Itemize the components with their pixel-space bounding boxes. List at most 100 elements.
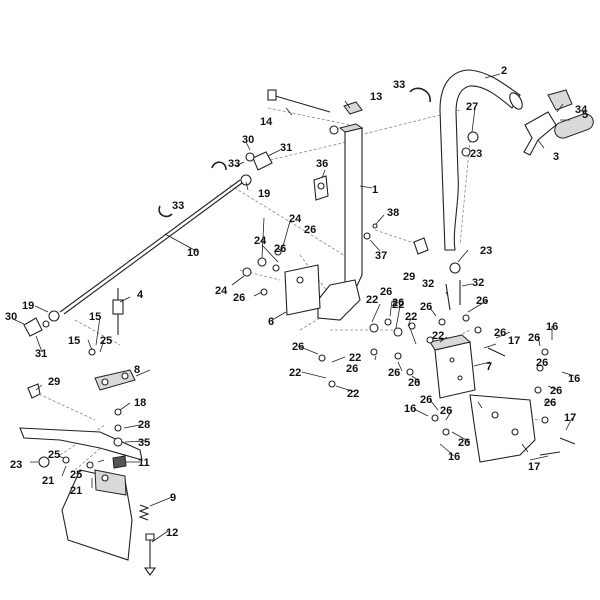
callout-29: 29: [403, 271, 415, 283]
callout-19: 19: [22, 300, 34, 312]
callout-26: 26: [494, 327, 506, 339]
throttle-lever: [523, 111, 557, 156]
callout-16: 16: [546, 321, 558, 333]
callout-25: 25: [100, 335, 112, 347]
callout-4: 4: [137, 289, 144, 301]
callout-24: 24: [289, 213, 302, 225]
link-plate: [94, 369, 136, 391]
retaining-clips: [158, 87, 431, 218]
callout-17: 17: [528, 461, 540, 473]
callout-33: 33: [172, 200, 184, 212]
callout-16: 16: [448, 451, 460, 463]
washers-and-nuts: [38, 125, 549, 482]
nut-lower: [48, 310, 60, 322]
callout-32: 32: [422, 278, 434, 290]
callout-31: 31: [280, 142, 292, 154]
callout-26: 26: [380, 286, 392, 298]
callout-26: 26: [392, 297, 404, 309]
callout-26: 26: [420, 301, 432, 313]
callout-26: 26: [528, 332, 540, 344]
callout-36: 36: [316, 158, 328, 170]
callout-2: 2: [501, 65, 507, 77]
callout-5: 5: [582, 109, 588, 121]
callout-9: 9: [170, 492, 176, 504]
callout-16: 16: [404, 403, 416, 415]
callout-8: 8: [134, 364, 140, 376]
fitting-left: [27, 383, 41, 399]
frame-bracket: [469, 394, 536, 463]
callout-27: 27: [466, 101, 478, 113]
bolts-32: [445, 280, 461, 311]
cable-spring: [112, 288, 124, 335]
callout-11: 11: [138, 457, 150, 469]
clevis-lower: [23, 317, 50, 337]
callout-33: 33: [228, 158, 240, 170]
compression-spring: [138, 504, 150, 521]
control-rod: [59, 179, 243, 315]
callout-23: 23: [470, 148, 482, 160]
switch-block: [429, 334, 476, 399]
callout-23: 23: [10, 459, 22, 471]
callout-22: 22: [432, 330, 444, 342]
callout-26: 26: [544, 397, 556, 409]
bolts-17: [487, 347, 576, 456]
callout-26: 26: [440, 405, 452, 417]
fitting-right: [413, 237, 429, 255]
callout-15: 15: [68, 335, 80, 347]
clevis-upper: [245, 151, 273, 171]
callout-17: 17: [508, 335, 520, 347]
handle-column: [317, 123, 364, 321]
callout-22: 22: [366, 294, 378, 306]
callout-14: 14: [260, 116, 273, 128]
callout-23: 23: [480, 245, 492, 257]
callout-34: 34: [575, 104, 588, 116]
long-bolt: [267, 89, 331, 113]
callout-21: 21: [42, 475, 54, 487]
callout-6: 6: [268, 316, 274, 328]
hand-grip: [554, 113, 594, 139]
callout-22: 22: [392, 299, 404, 311]
callout-15: 15: [89, 311, 101, 323]
callout-26: 26: [346, 363, 358, 375]
callout-22: 22: [289, 367, 301, 379]
handle-bar-tube: [439, 69, 523, 251]
callout-3: 3: [553, 151, 559, 163]
callout-13: 13: [370, 91, 382, 103]
callout-26: 26: [408, 377, 420, 389]
pin-12: [143, 533, 157, 576]
callout-29: 29: [48, 376, 60, 388]
callout-35: 35: [138, 437, 150, 449]
callout-17: 17: [564, 412, 576, 424]
callout-33: 33: [393, 79, 405, 91]
callout-labels: 2 33 34 27 13 14 30 31 5 23 3 33 36 1 19…: [5, 65, 588, 539]
callout-25: 25: [70, 469, 82, 481]
callout-leader-lines: [14, 73, 575, 543]
callout-18: 18: [134, 397, 146, 409]
callout-28: 28: [138, 419, 150, 431]
callout-1: 1: [372, 184, 378, 196]
nut-11: [112, 455, 127, 469]
column-cap: [343, 101, 363, 115]
callout-7: 7: [486, 361, 492, 373]
callout-32: 32: [472, 277, 484, 289]
callout-26: 26: [550, 385, 562, 397]
callout-25: 25: [48, 449, 60, 461]
assembly-guide-lines: [29, 107, 541, 471]
callout-26: 26: [420, 394, 432, 406]
callout-19: 19: [258, 188, 270, 200]
callout-10: 10: [187, 247, 199, 259]
callout-26: 26: [274, 243, 286, 255]
callout-24: 24: [254, 235, 267, 247]
callout-38: 38: [387, 207, 399, 219]
mounting-plate: [284, 264, 321, 316]
callout-21: 21: [70, 485, 82, 497]
callout-37: 37: [375, 250, 387, 262]
callout-31: 31: [35, 348, 47, 360]
callout-26: 26: [536, 357, 548, 369]
switch-housing: [547, 89, 573, 111]
nut-upper: [240, 174, 252, 186]
callout-30: 30: [242, 134, 254, 146]
callout-22: 22: [347, 388, 359, 400]
callout-26: 26: [388, 367, 400, 379]
